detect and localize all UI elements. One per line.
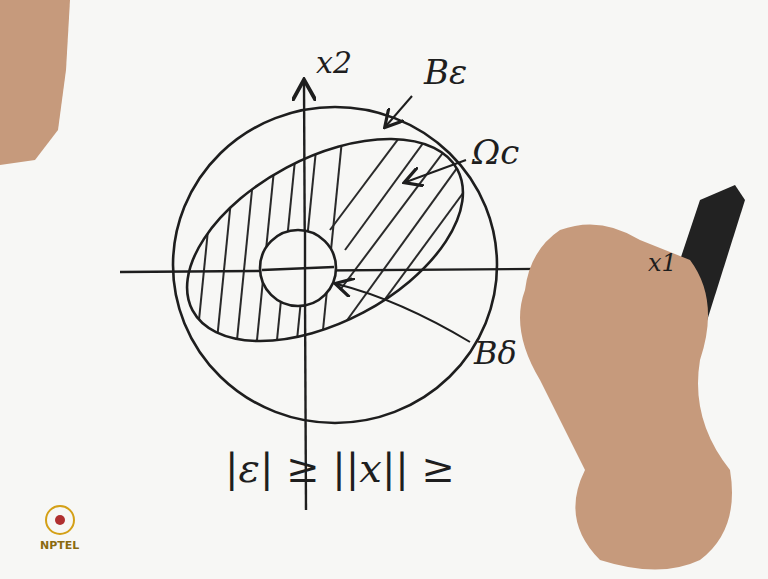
watermark: NPTEL (40, 540, 79, 552)
inequality: |ε| ≥ ||x|| ≥ (225, 446, 455, 490)
set-label: Bδ (474, 336, 517, 371)
logo (46, 506, 74, 534)
outer-ball (173, 107, 497, 423)
logo (55, 515, 65, 525)
set-label: Bε (424, 54, 467, 91)
leader-arrow (406, 160, 466, 182)
hand (0, 0, 70, 165)
x2-axis-inner (304, 231, 306, 305)
axis-label: x2 (316, 46, 352, 79)
level-set (154, 97, 496, 383)
inner-ball (260, 230, 336, 306)
hand (520, 224, 732, 569)
set-label: Ωc (472, 134, 519, 171)
leader-arrow (337, 284, 470, 342)
axis-label: x1 (648, 250, 677, 276)
leader-arrow (386, 96, 412, 126)
x1-axis-inner (262, 267, 334, 270)
